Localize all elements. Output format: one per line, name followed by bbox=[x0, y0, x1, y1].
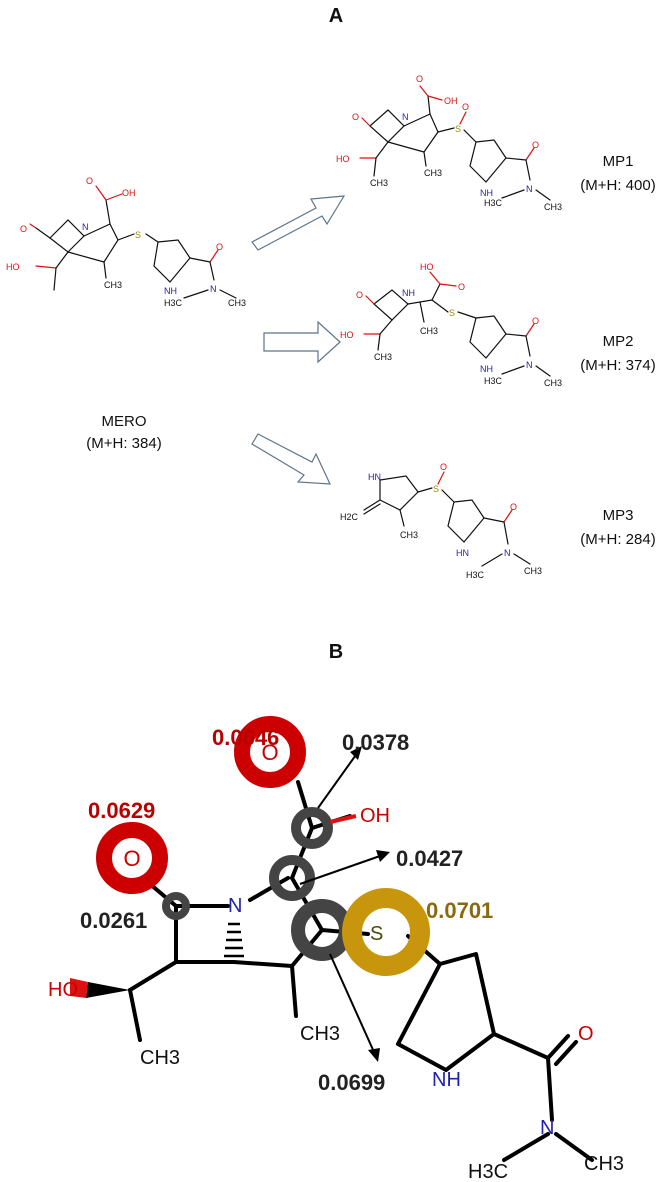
b-carboxyl-oxygen: O bbox=[261, 740, 278, 765]
panel-a-label: A bbox=[329, 5, 343, 27]
mp1-amide-oxygen: O bbox=[532, 140, 539, 150]
mero-amide-nitrogen: N bbox=[210, 284, 217, 294]
mp3-nh: HN bbox=[368, 472, 381, 482]
b-carboxyl-oh: OH bbox=[360, 805, 390, 827]
mp3-methyl-left: H3C bbox=[466, 570, 485, 580]
mp1-mass: (M+H: 400) bbox=[580, 177, 655, 194]
b-ethyl-methyl: CH3 bbox=[140, 1047, 180, 1069]
mp1-oxygen: O bbox=[352, 112, 359, 122]
mp3-structure: HN H2C CH3 S O HN O N H3C CH3 bbox=[340, 462, 542, 580]
mp1-methyl: CH3 bbox=[424, 168, 442, 178]
mero-methyl-right: CH3 bbox=[228, 298, 246, 308]
mp1-name: MP1 bbox=[603, 153, 634, 170]
mp1-ethyl-methyl: CH3 bbox=[370, 178, 388, 188]
value-hydroxyl: 0.0378 bbox=[342, 730, 409, 755]
arrow-to-mp3 bbox=[251, 433, 331, 485]
mp3-methyl-right: CH3 bbox=[524, 566, 542, 576]
value-lactam-carbon: 0.0261 bbox=[80, 908, 147, 933]
b-hydroxyl: HO bbox=[48, 979, 78, 1001]
mp2-carboxyl-oxygen: O bbox=[458, 282, 465, 292]
mp2-methyl-left: H3C bbox=[484, 376, 503, 386]
mp2-amide-nitrogen: N bbox=[526, 360, 533, 370]
mp3-pyrrolidine-nh: HN bbox=[456, 548, 469, 558]
mp1-hydroxyl: HO bbox=[336, 154, 350, 164]
value-lactam-oxygen: 0.0629 bbox=[88, 798, 155, 823]
b-amide-oxygen: O bbox=[578, 1023, 594, 1045]
mp2-methyl-right: CH3 bbox=[544, 378, 562, 388]
mp2-amide-oxygen: O bbox=[532, 316, 539, 326]
mp2-ethyl-methyl: CH3 bbox=[374, 352, 392, 362]
mp2-name: MP2 bbox=[603, 333, 634, 350]
mp3-name: MP3 bbox=[603, 507, 634, 524]
mp3-mass: (M+H: 284) bbox=[580, 531, 655, 548]
b-sulfur: S bbox=[370, 923, 383, 945]
mp2-structure: O NH HO O S NH O N H3C CH3 HO CH3 CH3 bbox=[340, 262, 562, 388]
panel-b-structure: O O OH N S HO CH3 CH3 NH O N H3C CH3 0.0… bbox=[48, 716, 624, 1182]
mp1-amide-nitrogen: N bbox=[526, 184, 533, 194]
b-pyrrolidine-nh: NH bbox=[432, 1069, 461, 1091]
mp3-methylene: H2C bbox=[340, 512, 359, 522]
mp2-carboxyl-oh: HO bbox=[420, 262, 434, 272]
b-ring-nitrogen: N bbox=[228, 895, 242, 917]
value-sulfur: 0.0701 bbox=[426, 898, 493, 923]
mp1-carboxyl-oh: OH bbox=[444, 96, 458, 106]
mp1-sulfur: S bbox=[455, 124, 461, 134]
mp2-lactam-nh: NH bbox=[402, 288, 415, 298]
mp2-mass: (M+H: 374) bbox=[580, 357, 655, 374]
mp2-oxygen: O bbox=[356, 290, 363, 300]
mero-methyl: CH3 bbox=[104, 280, 122, 290]
mp3-sulfur: S bbox=[433, 484, 439, 494]
mp1-pyrrolidine-nh: NH bbox=[480, 188, 493, 198]
mp3-methyl: CH3 bbox=[400, 530, 418, 540]
mero-mass: (M+H: 384) bbox=[86, 435, 161, 452]
mero-amide-oxygen: O bbox=[216, 242, 223, 252]
b-lactam-oxygen: O bbox=[123, 846, 140, 871]
panel-b-label: B bbox=[329, 641, 343, 663]
mero-hydroxyl: HO bbox=[6, 262, 20, 272]
mp1-methyl-right: CH3 bbox=[544, 202, 562, 212]
value-carboxyl-carbon: 0.0427 bbox=[396, 846, 463, 871]
mero-pyrrolidine-nh: NH bbox=[164, 286, 177, 296]
mp2-methyl: CH3 bbox=[420, 326, 438, 336]
mp3-amide-nitrogen: N bbox=[504, 548, 511, 558]
b-methyl-right: CH3 bbox=[584, 1153, 624, 1175]
arrow-to-mp1 bbox=[251, 195, 346, 251]
b-methyl-left: H3C bbox=[468, 1161, 508, 1182]
arrow-to-mp2 bbox=[263, 320, 341, 364]
value-carboxyl-oxygen: 0.0646 bbox=[212, 725, 279, 750]
mero-nitrogen: N bbox=[82, 222, 89, 232]
mp2-sulfur: S bbox=[449, 308, 455, 318]
mero-carboxyl-oh: OH bbox=[122, 188, 136, 198]
mp1-structure: O N O OH S O NH O N H3C CH3 HO CH3 CH3 bbox=[336, 74, 562, 212]
mp1-methyl-left: H3C bbox=[484, 198, 503, 208]
mp1-sulfoxide-oxygen: O bbox=[462, 102, 469, 112]
b-methyl: CH3 bbox=[300, 1023, 340, 1045]
mero-structure: O N O OH S NH O N H3C CH3 HO CH3 bbox=[6, 176, 246, 308]
mp3-amide-oxygen: O bbox=[510, 502, 517, 512]
mero-methyl-left: H3C bbox=[164, 298, 183, 308]
b-amide-nitrogen: N bbox=[540, 1117, 554, 1139]
mp3-sulfoxide-oxygen: O bbox=[440, 462, 447, 472]
mp1-nitrogen: N bbox=[402, 112, 409, 122]
mero-oxygen: O bbox=[20, 224, 27, 234]
mp2-pyrrolidine-nh: NH bbox=[480, 364, 493, 374]
value-ring-carbon: 0.0699 bbox=[318, 1070, 385, 1095]
mp1-carboxyl-oxygen: O bbox=[416, 74, 423, 84]
mp2-hydroxyl: HO bbox=[340, 330, 354, 340]
mero-sulfur: S bbox=[135, 230, 141, 240]
mero-name: MERO bbox=[102, 413, 147, 430]
mero-carboxyl-oxygen: O bbox=[86, 176, 93, 186]
